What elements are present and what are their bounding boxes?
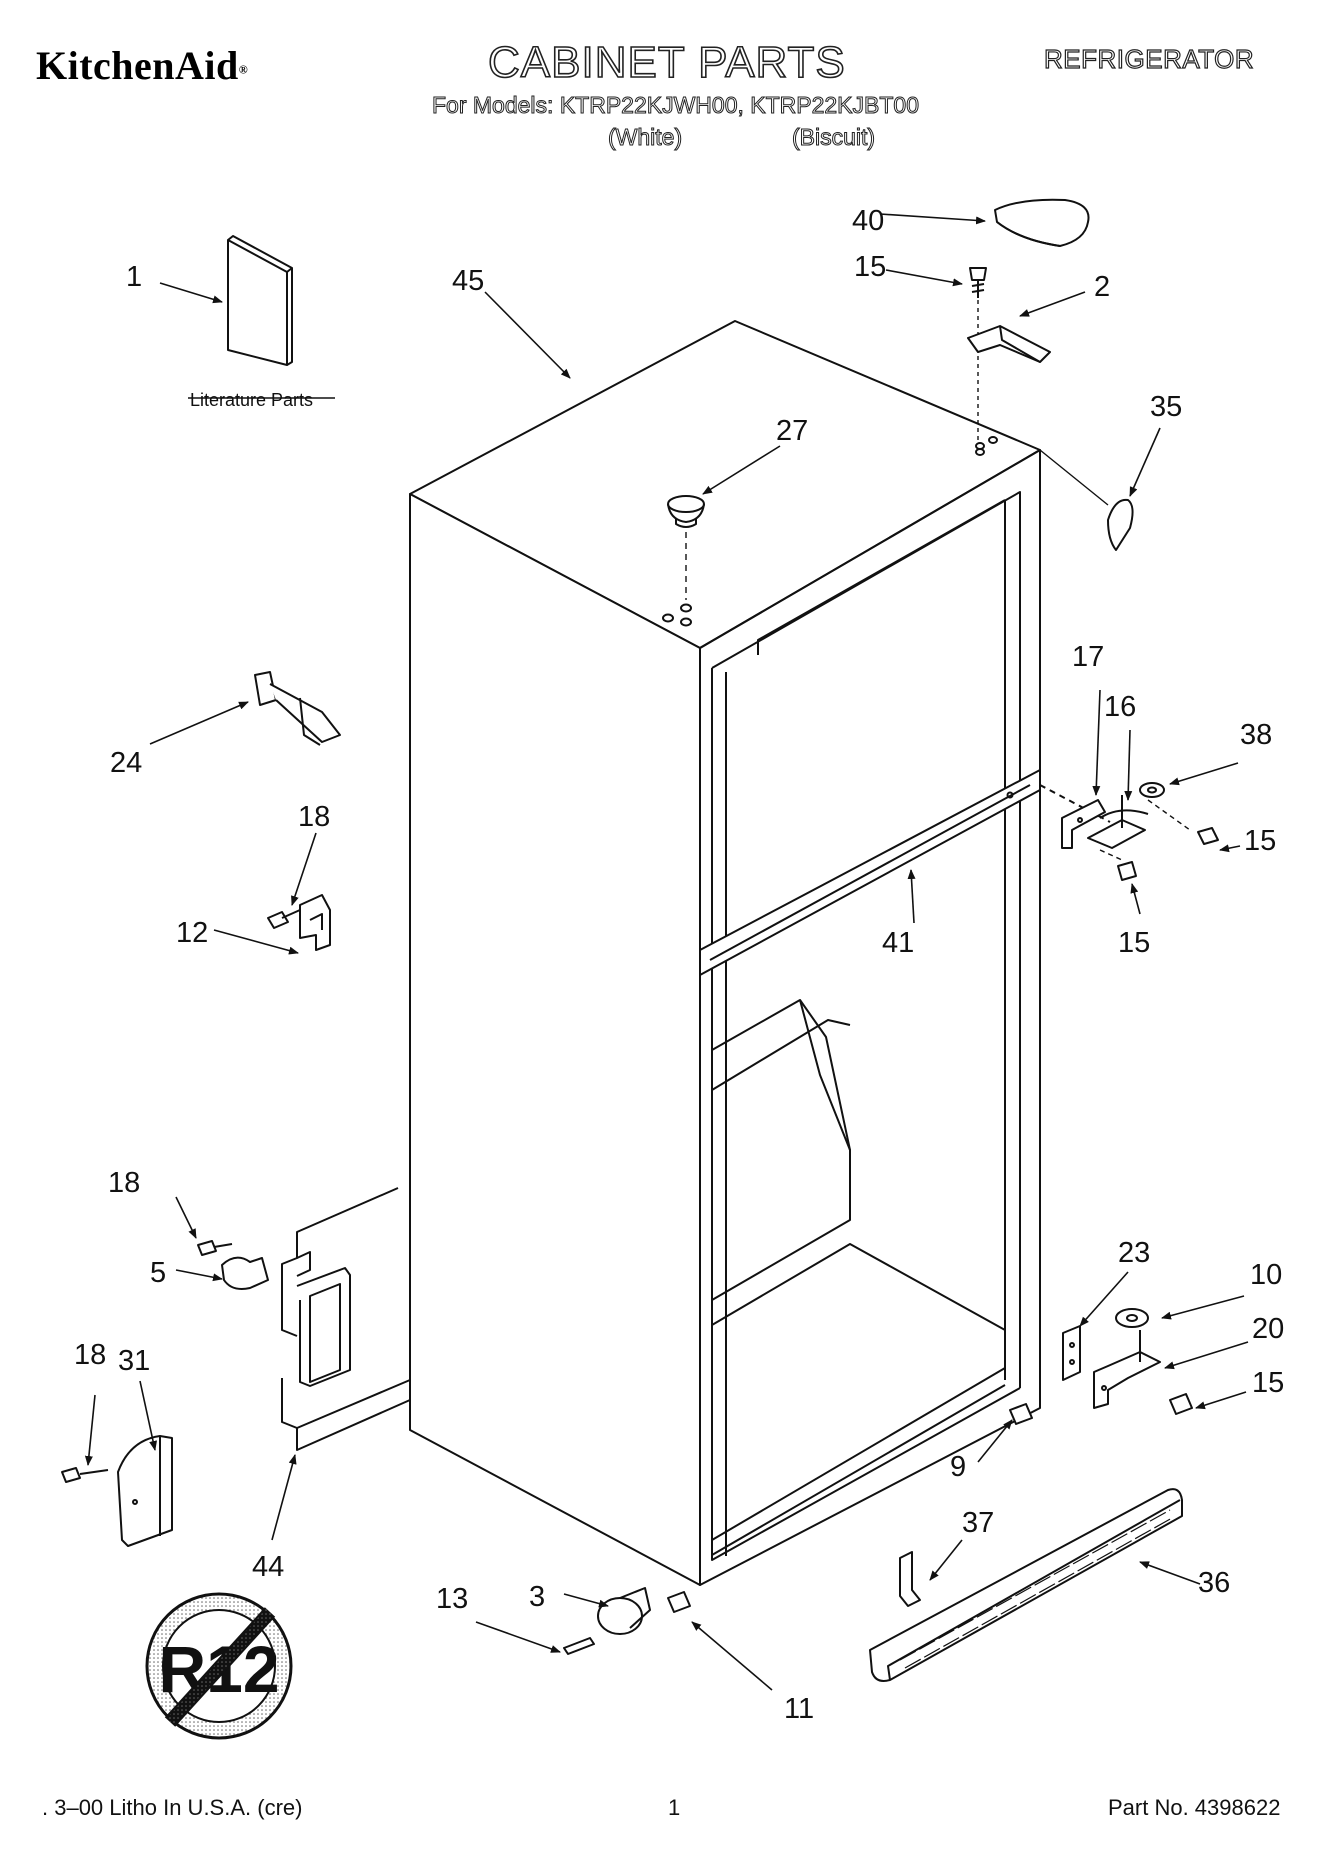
callout-13: 13 bbox=[436, 1583, 468, 1615]
callout-11: 11 bbox=[784, 1693, 814, 1725]
screw-15-bottom bbox=[1169, 1393, 1193, 1415]
bracket-12 bbox=[299, 894, 331, 951]
callout-15-mid: 15 bbox=[1118, 927, 1150, 959]
callout-16: 16 bbox=[1104, 691, 1136, 723]
literature-label: Literature Parts bbox=[190, 390, 313, 410]
callout-44: 44 bbox=[252, 1551, 284, 1583]
callout-38: 38 bbox=[1240, 719, 1272, 751]
callout-15-right: 15 bbox=[1244, 825, 1276, 857]
appliance-category: REFRIGERATOR bbox=[1043, 43, 1255, 74]
washer-10 bbox=[1115, 1308, 1149, 1328]
variant-biscuit: (Biscuit) bbox=[791, 124, 876, 151]
no-r12-logo: R12 bbox=[145, 1592, 293, 1740]
cabinet-body bbox=[409, 320, 1041, 1586]
divider-rail bbox=[699, 769, 1041, 976]
brand-logo: KitchenAid® bbox=[36, 43, 249, 88]
callout-5: 5 bbox=[150, 1257, 166, 1289]
callout-10: 10 bbox=[1250, 1259, 1282, 1291]
screw-18-upper bbox=[267, 909, 301, 929]
part-number: Part No. 4398622 bbox=[1108, 1795, 1281, 1820]
callout-40: 40 bbox=[852, 205, 884, 237]
callout-41: 41 bbox=[882, 927, 914, 959]
callout-45: 45 bbox=[452, 265, 484, 297]
callout-27: 27 bbox=[776, 415, 808, 447]
hinge-pin-20 bbox=[1093, 1330, 1161, 1409]
page-number: 1 bbox=[668, 1795, 681, 1820]
cabinet-plug bbox=[667, 495, 705, 528]
callout-2: 2 bbox=[1094, 271, 1110, 303]
callout-17: 17 bbox=[1072, 641, 1104, 673]
top-hinge bbox=[967, 325, 1051, 363]
screw-top-hinge bbox=[969, 267, 987, 298]
callout-20: 20 bbox=[1252, 1313, 1284, 1345]
cover-31 bbox=[117, 1435, 173, 1547]
callout-18-lower: 18 bbox=[74, 1339, 106, 1371]
callout-31: 31 bbox=[118, 1345, 150, 1377]
side-bracket-44 bbox=[281, 1187, 411, 1451]
page-title: CABINET PARTS bbox=[487, 37, 846, 88]
hinge-cap bbox=[1107, 498, 1134, 551]
pin-13 bbox=[563, 1637, 595, 1655]
callout-23: 23 bbox=[1118, 1237, 1150, 1269]
screw-18-lower bbox=[61, 1467, 109, 1483]
callout-12: 12 bbox=[176, 917, 208, 949]
screw-9 bbox=[1009, 1403, 1033, 1425]
toe-grille bbox=[869, 1488, 1183, 1682]
hinge-16 bbox=[1087, 795, 1149, 849]
hinge-plate-17 bbox=[1061, 799, 1106, 849]
leader-arrows bbox=[84, 213, 1249, 1691]
screw-15-right-b bbox=[1197, 827, 1219, 845]
callout-35: 35 bbox=[1150, 391, 1182, 423]
callout-18-middle: 18 bbox=[108, 1167, 140, 1199]
screw-18-middle bbox=[197, 1240, 233, 1256]
print-info: . 3–00 Litho In U.S.A. (cre) bbox=[42, 1795, 303, 1820]
callout-15-bottom: 15 bbox=[1252, 1367, 1284, 1399]
callout-18-upper: 18 bbox=[298, 801, 330, 833]
callout-labels: Literature Parts 1 2 3 5 9 10 11 12 13 1… bbox=[74, 205, 1284, 1725]
callout-1: 1 bbox=[126, 261, 142, 293]
hinge-cover-top bbox=[994, 198, 1090, 247]
models-line: For Models: KTRP22KJWH00, KTRP22KJBT00 bbox=[432, 92, 920, 119]
screw-11 bbox=[667, 1591, 691, 1613]
callout-3: 3 bbox=[529, 1581, 545, 1613]
screw-15-right-a bbox=[1117, 861, 1137, 881]
callout-37: 37 bbox=[962, 1507, 994, 1539]
clip-37 bbox=[899, 1551, 921, 1607]
washer-38 bbox=[1139, 782, 1165, 798]
roller-3 bbox=[597, 1587, 651, 1635]
clamp-5 bbox=[221, 1256, 269, 1290]
callout-36: 36 bbox=[1198, 1567, 1230, 1599]
literature-booklet bbox=[227, 235, 293, 366]
callout-15-top: 15 bbox=[854, 251, 886, 283]
callout-9: 9 bbox=[950, 1451, 966, 1483]
variant-white: (White) bbox=[607, 124, 683, 151]
door-stop-bracket bbox=[254, 671, 341, 746]
shim-23 bbox=[1062, 1325, 1081, 1381]
callout-24: 24 bbox=[110, 747, 142, 779]
